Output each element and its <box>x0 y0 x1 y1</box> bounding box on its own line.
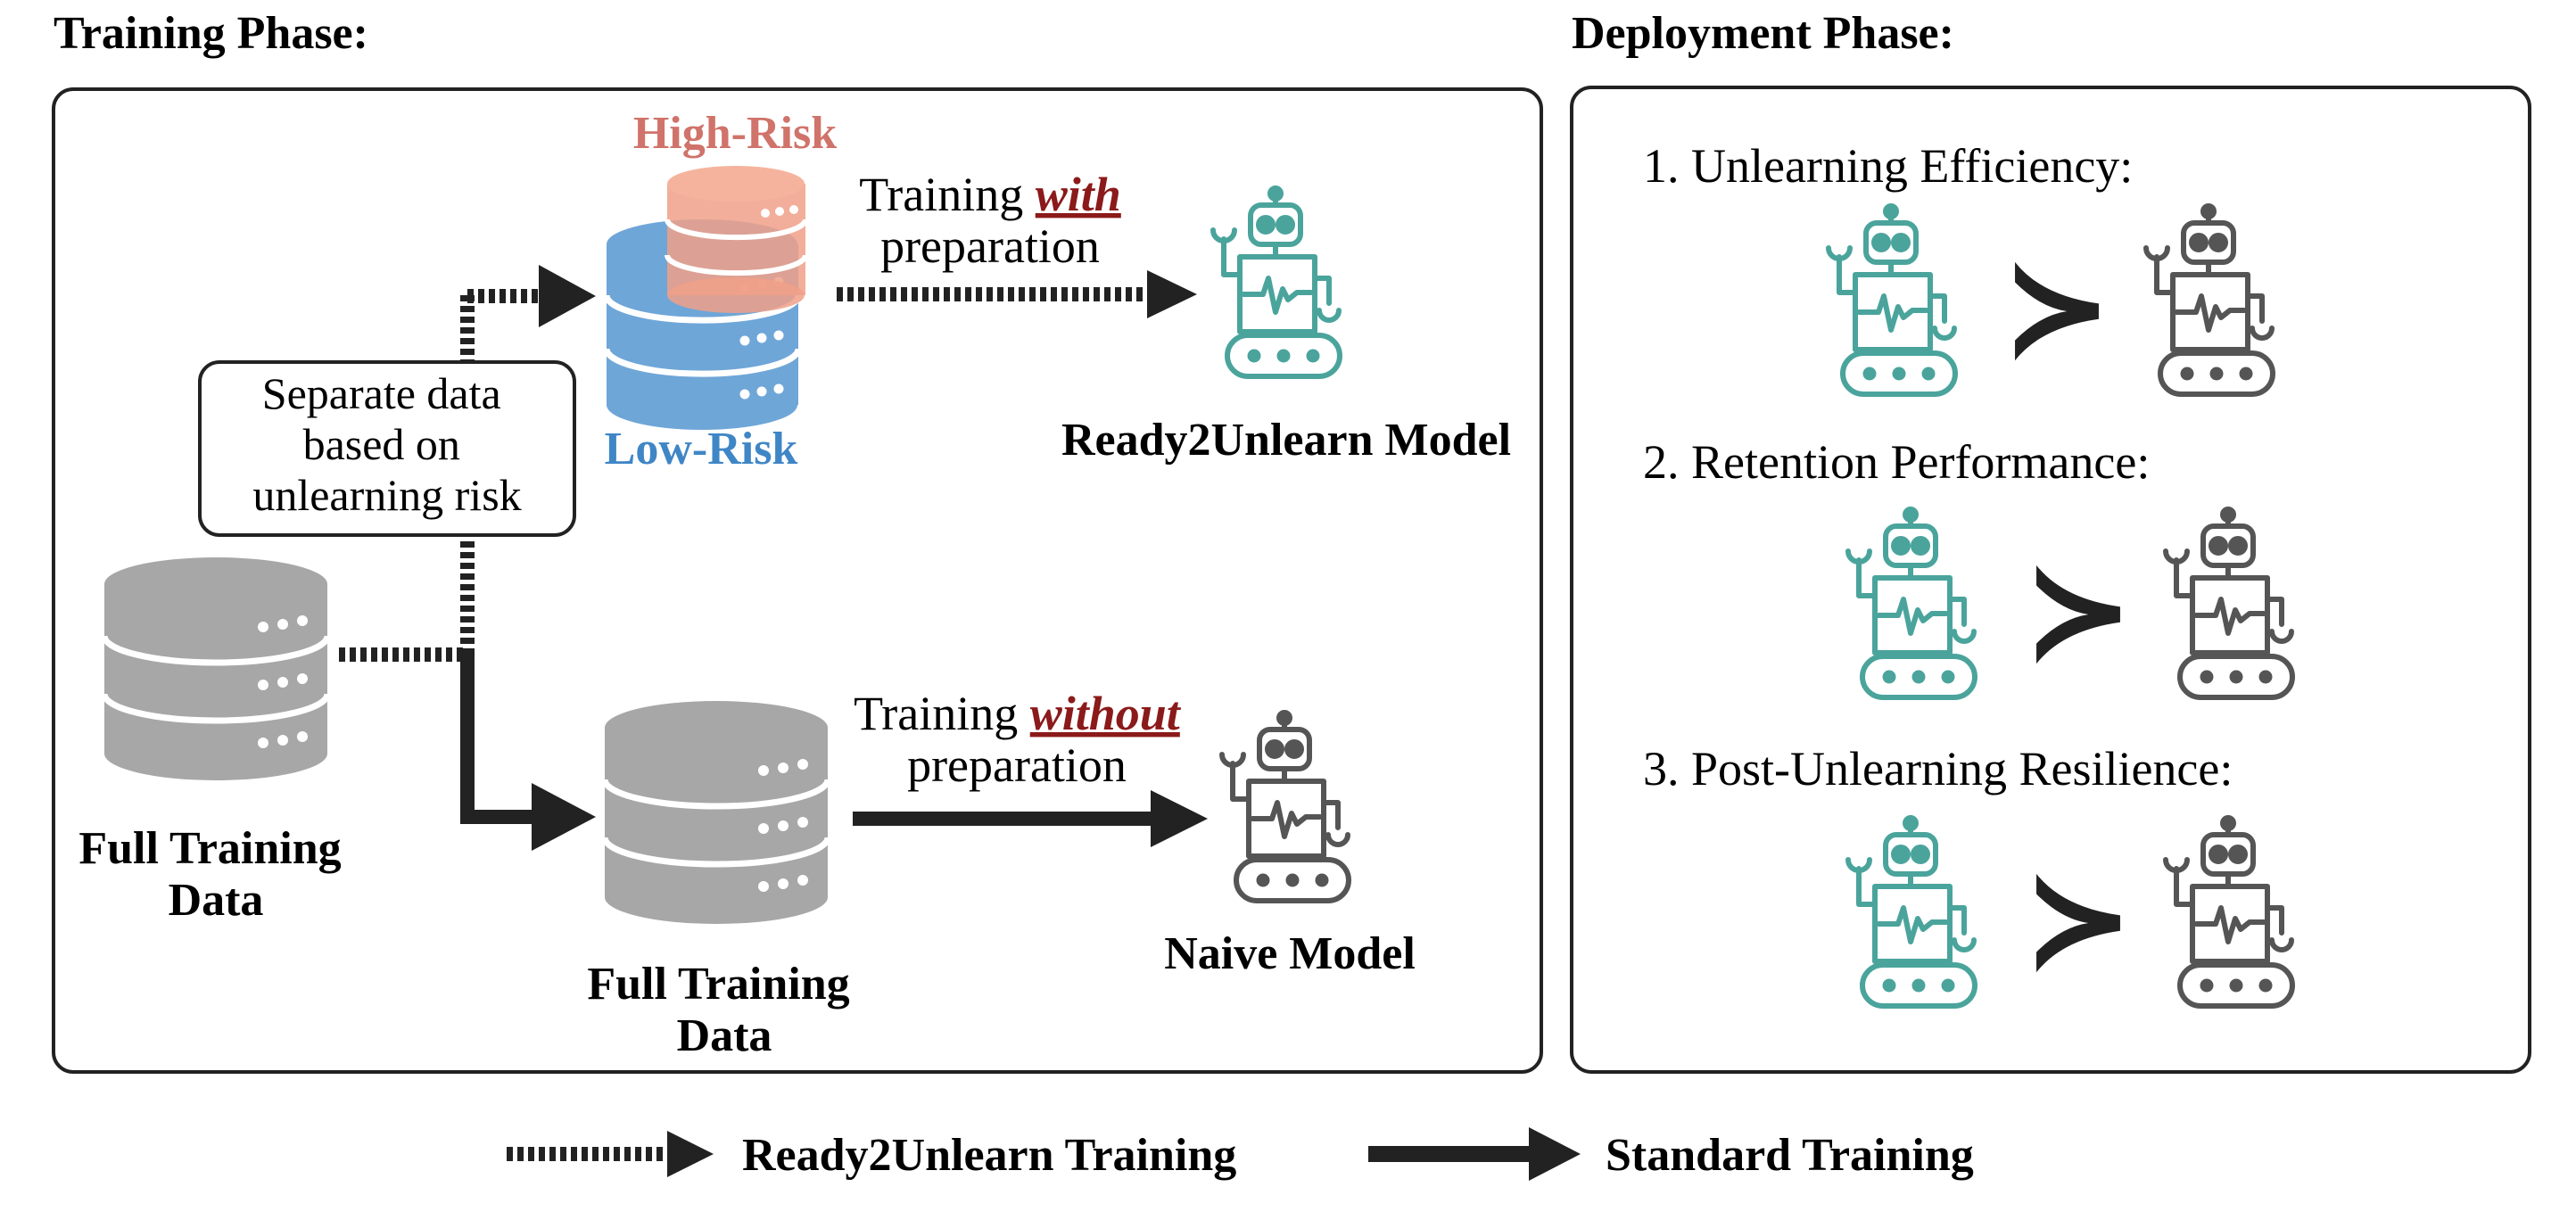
standard-training-arrow <box>853 790 1208 847</box>
training-without-label: Training without <box>854 687 1182 740</box>
separate-data-box <box>198 360 576 537</box>
criterion-1-ready-robot-icon <box>1829 206 1955 394</box>
criterion-retention-performance-label: 2. Retention Performance: <box>1643 435 2150 489</box>
criterion-1-succeeds-symbol: ≻ <box>2001 230 2113 385</box>
high-risk-database-icon <box>667 166 805 313</box>
full-training-data-middle-database-icon <box>605 701 828 924</box>
training-phase-panel <box>52 87 1543 1074</box>
training-with-label: Training with <box>859 168 1121 221</box>
criterion-3-succeeds-symbol: ≻ <box>2022 842 2134 997</box>
criterion-2-ready-robot-icon <box>1848 509 1975 697</box>
legend-standard-label: Standard Training <box>1606 1130 1974 1181</box>
full-training-data-left-database-icon <box>104 557 327 780</box>
training-without-preparation-label: preparation <box>907 738 1127 792</box>
high-risk-label: High-Risk <box>633 108 837 159</box>
legend-ready2unlearn-arrow <box>507 1131 714 1177</box>
separate-data-text: Separate data based on unlearning risk <box>252 368 521 520</box>
criterion-unlearning-efficiency-label: 1. Unlearning Efficiency: <box>1643 139 2133 193</box>
full-training-data-middle-label: Full Training Data <box>587 959 861 1061</box>
ready2unlearn-model-label: Ready2Unlearn Model <box>1061 415 1511 466</box>
training-with-preparation-label: preparation <box>880 219 1100 273</box>
criterion-post-unlearning-resilience-label: 3. Post-Unlearning Resilience: <box>1643 742 2233 795</box>
standard-training-connector <box>460 655 596 851</box>
criterion-3-ready-robot-icon <box>1848 818 1975 1006</box>
deployment-phase-panel <box>1570 86 2531 1074</box>
criterion-3-naive-robot-icon <box>2166 818 2292 1006</box>
naive-model-label: Naive Model <box>1164 928 1416 979</box>
legend-standard-arrow <box>1368 1127 1581 1181</box>
ready2unlearn-training-arrow <box>837 270 1197 318</box>
low-risk-label: Low-Risk <box>605 424 798 474</box>
criterion-2-succeeds-symbol: ≻ <box>2022 533 2134 688</box>
naive-model-robot-icon <box>1222 713 1349 901</box>
ready2unlearn-robot-icon <box>1213 188 1340 376</box>
full-training-data-left-label: Full Training Data <box>78 823 352 926</box>
legend-ready2unlearn-label: Ready2Unlearn Training <box>742 1130 1236 1181</box>
training-phase-heading: Training Phase: <box>54 8 368 59</box>
deployment-phase-heading: Deployment Phase: <box>1572 8 1954 59</box>
criterion-1-naive-robot-icon <box>2146 206 2273 394</box>
criterion-2-naive-robot-icon <box>2166 509 2292 697</box>
